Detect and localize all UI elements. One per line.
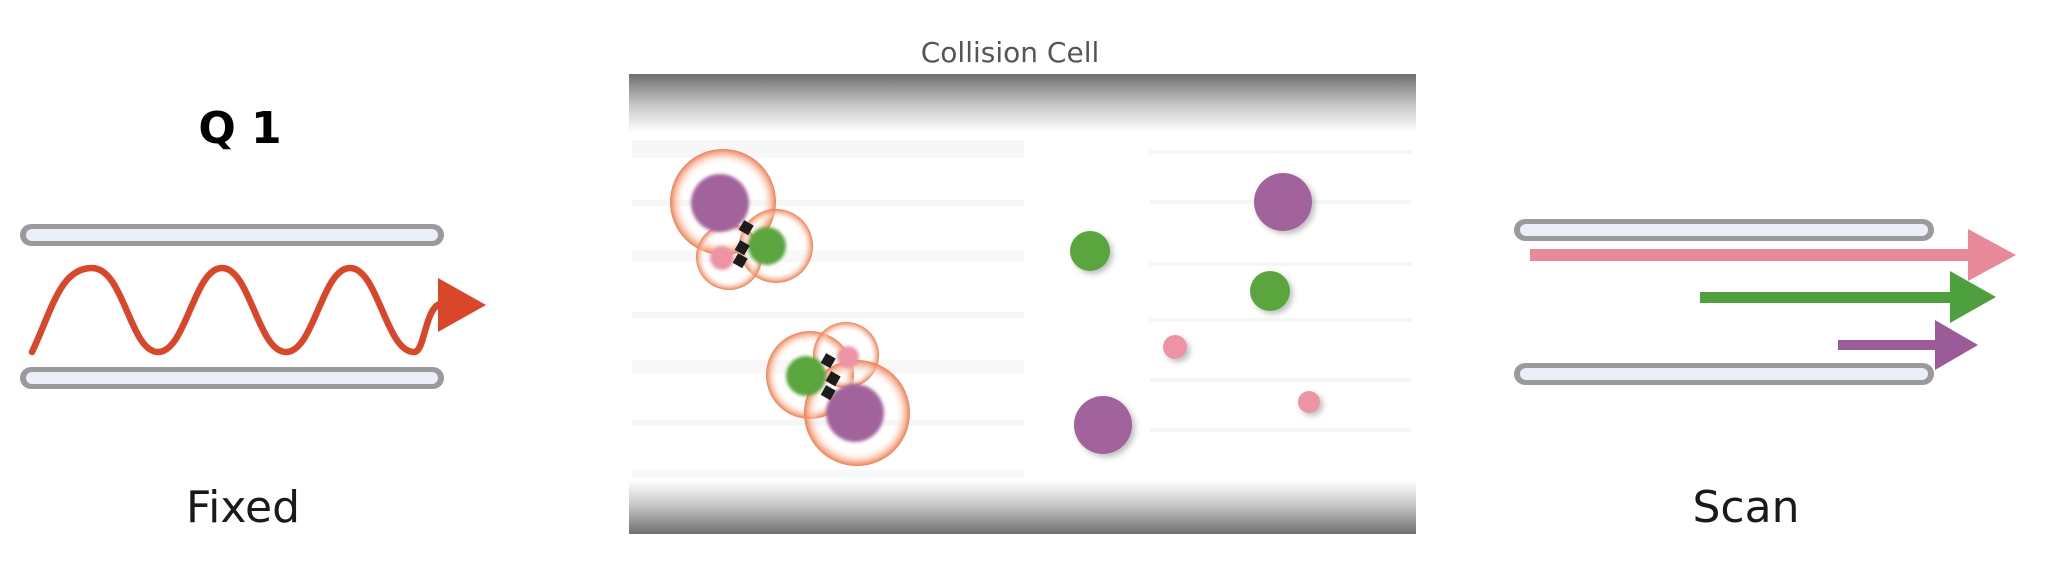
arrow-green-icon — [1700, 271, 1996, 323]
q1-top-rod — [20, 224, 444, 246]
arrow-pink-icon — [1530, 229, 2016, 281]
collision-cell: Collision Cell — [629, 36, 1416, 534]
ion-small-pink — [710, 246, 734, 270]
fragment-ion-small-1 — [1163, 335, 1187, 359]
q1-label: Q 1 — [198, 103, 281, 154]
ion-small-pink — [837, 346, 859, 368]
black-bond-link-icon — [732, 220, 754, 269]
fragment-ion-medium-1 — [1070, 231, 1110, 271]
fragment-ion-small-2 — [1298, 391, 1320, 413]
q3-bottom-rod — [1514, 363, 1934, 385]
ion-large-purple — [826, 384, 884, 442]
scan-label: Scan — [1693, 482, 1800, 533]
fragment-ion-medium-2 — [1250, 271, 1290, 311]
precursor-molecule-1 — [670, 149, 813, 290]
arrow-purple-icon — [1838, 320, 1978, 370]
q3-section: Scan — [1514, 219, 2016, 533]
ion-medium-green — [786, 356, 826, 396]
q3-top-rod — [1514, 219, 1934, 241]
sine-wave-arrow-icon — [28, 264, 486, 356]
ion-large-purple — [691, 174, 749, 232]
ion-medium-green — [748, 227, 786, 265]
collision-cell-top-plate — [629, 74, 1416, 132]
fragment-ion-large-2 — [1074, 396, 1132, 454]
fixed-label: Fixed — [186, 482, 300, 533]
fragment-ion-large-1 — [1254, 173, 1312, 231]
collision-cell-bottom-plate — [629, 480, 1416, 534]
precursor-molecule-2 — [766, 322, 910, 466]
fragment-ions — [1070, 173, 1320, 454]
collision-cell-label: Collision Cell — [921, 36, 1100, 69]
q1-bottom-rod — [20, 367, 444, 389]
black-bond-link-icon — [820, 353, 841, 401]
q1-section: Q 1 Fixed — [20, 103, 486, 533]
